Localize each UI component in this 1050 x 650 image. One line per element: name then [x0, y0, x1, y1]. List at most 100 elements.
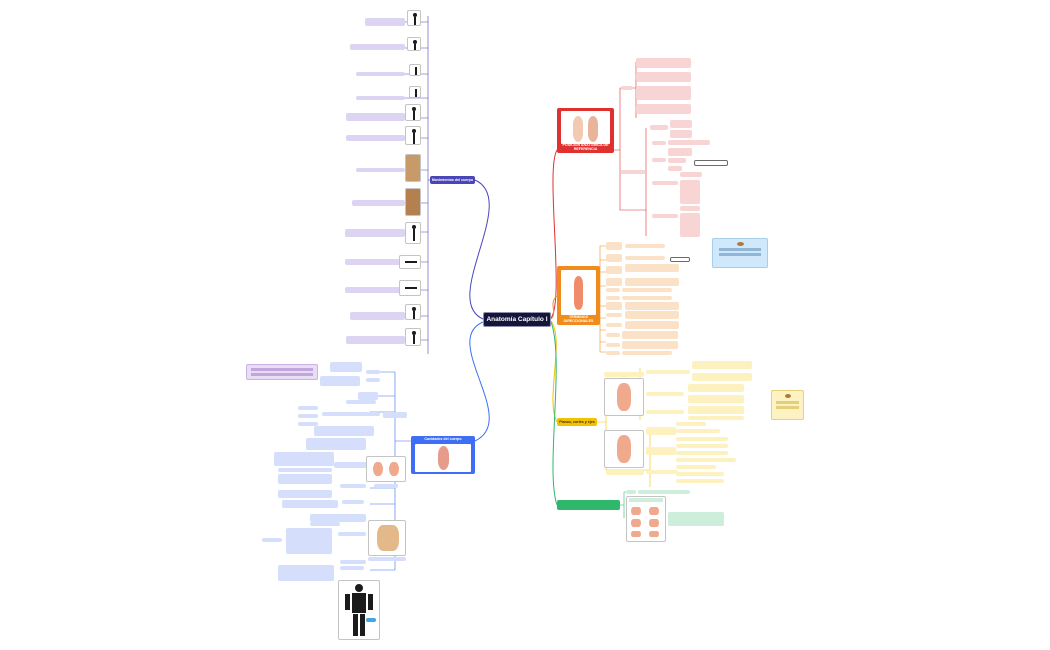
planes-leaf [676, 458, 736, 462]
cavities-leaf [314, 426, 374, 436]
terms-leaf [622, 296, 672, 300]
planes-leaf [606, 470, 644, 475]
cavities-leaf [358, 392, 378, 400]
branch-terms[interactable]: TÉRMINOS DIRECCIONALES [557, 266, 600, 325]
position-leaf [680, 213, 700, 237]
movements-leaf [345, 229, 405, 237]
cavities-leaf [338, 532, 366, 536]
cavities-leaf [278, 565, 334, 581]
anatomical-position-illustration [561, 111, 610, 144]
abdominal-regions-illustration [626, 496, 666, 542]
position-leaf [668, 166, 682, 171]
movement-thumbnail [405, 154, 421, 182]
body-cavities-illustration [368, 520, 406, 556]
cavities-leaf [340, 560, 366, 564]
terms-leaf [625, 264, 679, 272]
zones-leaf [626, 490, 636, 494]
cavities-leaf [374, 484, 398, 488]
terms-leaf [622, 341, 678, 349]
cavities-leaf [346, 400, 376, 404]
position-leaf [680, 172, 702, 177]
planes-leaf [676, 451, 728, 455]
movements-leaf [350, 312, 405, 320]
movements-leaf [352, 200, 405, 206]
movements-leaf [346, 135, 405, 141]
movement-thumbnail [405, 126, 421, 145]
branch-cavities[interactable]: Cavidades del cuerpo [411, 436, 475, 474]
terms-note-box [670, 257, 690, 262]
planes-leaf [676, 422, 706, 426]
cavities-leaf [262, 538, 282, 542]
position-leaf [680, 180, 700, 204]
terms-leaf [606, 254, 622, 262]
branch-terms-label: TÉRMINOS DIRECCIONALES [563, 315, 594, 323]
terms-leaf [606, 323, 622, 327]
movements-leaf [345, 287, 405, 293]
position-leaf [668, 140, 710, 145]
planes-leaf [692, 373, 752, 381]
cavities-leaf [342, 500, 364, 504]
branch-planes-label: Planos, cortes y ejes [559, 420, 595, 424]
cavities-leaf [278, 490, 332, 498]
connector-central-position [550, 149, 558, 319]
movement-thumbnail [405, 188, 421, 216]
eye-icon [784, 394, 791, 398]
terms-leaf [606, 278, 622, 286]
movements-leaf [365, 18, 405, 26]
cavities-leaf [330, 362, 362, 372]
cavities-leaf [368, 557, 406, 561]
zones-leaf [629, 498, 663, 502]
terms-leaf [606, 313, 622, 317]
planes-callout [771, 390, 804, 420]
branch-movements[interactable]: Movimientos del cuerpo [430, 176, 475, 184]
directional-terms-illustration [561, 270, 596, 315]
planes-leaf [688, 416, 744, 420]
terms-leaf [606, 351, 620, 355]
planes-leaf [688, 395, 744, 403]
terms-leaf [625, 244, 665, 248]
planes-leaf [646, 410, 684, 414]
position-leaf [670, 120, 692, 128]
terms-leaf [625, 278, 679, 286]
planes-leaf [646, 470, 678, 474]
terms-leaf [625, 256, 665, 260]
terms-leaf [606, 266, 622, 274]
position-leaf [652, 181, 678, 185]
cavities-marker [366, 618, 376, 622]
position-leaf [652, 141, 666, 145]
terms-leaf [625, 321, 679, 329]
terms-leaf [622, 288, 672, 292]
terms-leaf [606, 333, 620, 337]
branch-planes[interactable]: Planos, cortes y ejes [557, 418, 597, 426]
central-topic[interactable]: Anatomía Capítulo I [483, 312, 551, 327]
planes-leaf [676, 479, 724, 483]
cavities-callout [246, 364, 318, 380]
movements-leaf [346, 336, 405, 344]
cavities-leaf [278, 468, 332, 472]
connector-central-planes [550, 320, 558, 423]
cavities-leaf [274, 452, 334, 466]
branch-zones[interactable] [557, 500, 620, 510]
position-leaf [636, 86, 691, 100]
zones-leaf [668, 512, 724, 526]
planes-leaf [688, 384, 744, 392]
connector-central-terms [550, 295, 558, 320]
cavities-leaf [278, 474, 332, 484]
cavities-leaf [320, 376, 360, 386]
movement-thumbnail [405, 104, 421, 121]
planes-leaf [676, 472, 724, 476]
terms-leaf [606, 302, 622, 310]
branch-position[interactable]: POSICIÓN ANATÓMICA DE REFERENCIA [557, 108, 614, 153]
movements-leaf [346, 113, 405, 121]
cavities-leaf [286, 528, 332, 554]
movements-leaf [356, 96, 405, 100]
movement-thumbnail [405, 304, 421, 320]
cavities-leaf [282, 500, 338, 508]
cavities-leaf [340, 566, 364, 570]
planes-leaf [692, 361, 752, 369]
cavities-leaf [366, 370, 380, 374]
connector-central-zones [550, 321, 558, 506]
planes-leaf [676, 437, 728, 441]
movements-leaf [350, 44, 405, 50]
terms-leaf-links [600, 259, 606, 343]
